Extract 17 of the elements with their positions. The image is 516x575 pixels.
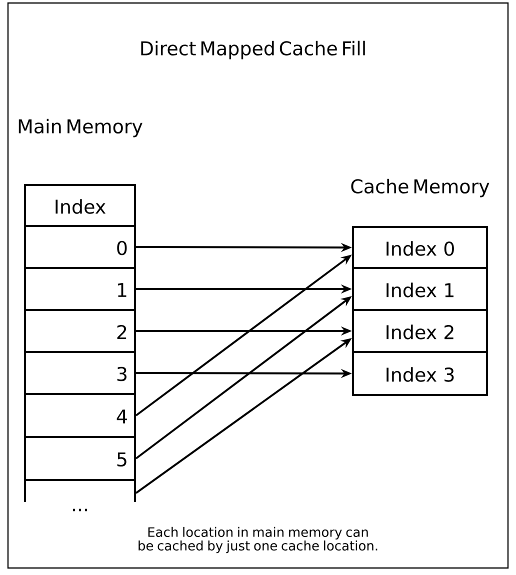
column-heading: Main Memory xyxy=(18,118,142,138)
open-memory-cell xyxy=(24,479,136,502)
cache-cell: Index 2 xyxy=(352,309,488,353)
cache-cell: Index 3 xyxy=(352,351,488,396)
cache-cell: Index 1 xyxy=(352,267,488,311)
memory-cell: 0 xyxy=(24,225,136,269)
caption: Each location in main memory can be cached by just one cache location. xyxy=(138,526,378,554)
column-heading: Cache Memory xyxy=(351,178,490,198)
title: Direct Mapped Cache Fill xyxy=(141,40,365,60)
ellipsis: ... xyxy=(72,508,87,512)
memory-cell: 1 xyxy=(24,267,136,311)
memory-cell: 2 xyxy=(24,309,136,353)
memory-cell: 3 xyxy=(24,351,136,395)
memory-cell: 4 xyxy=(24,393,136,438)
table-header-cell: Index xyxy=(24,184,136,227)
memory-cell: 5 xyxy=(24,436,136,481)
cache-cell: Index 0 xyxy=(352,226,488,269)
